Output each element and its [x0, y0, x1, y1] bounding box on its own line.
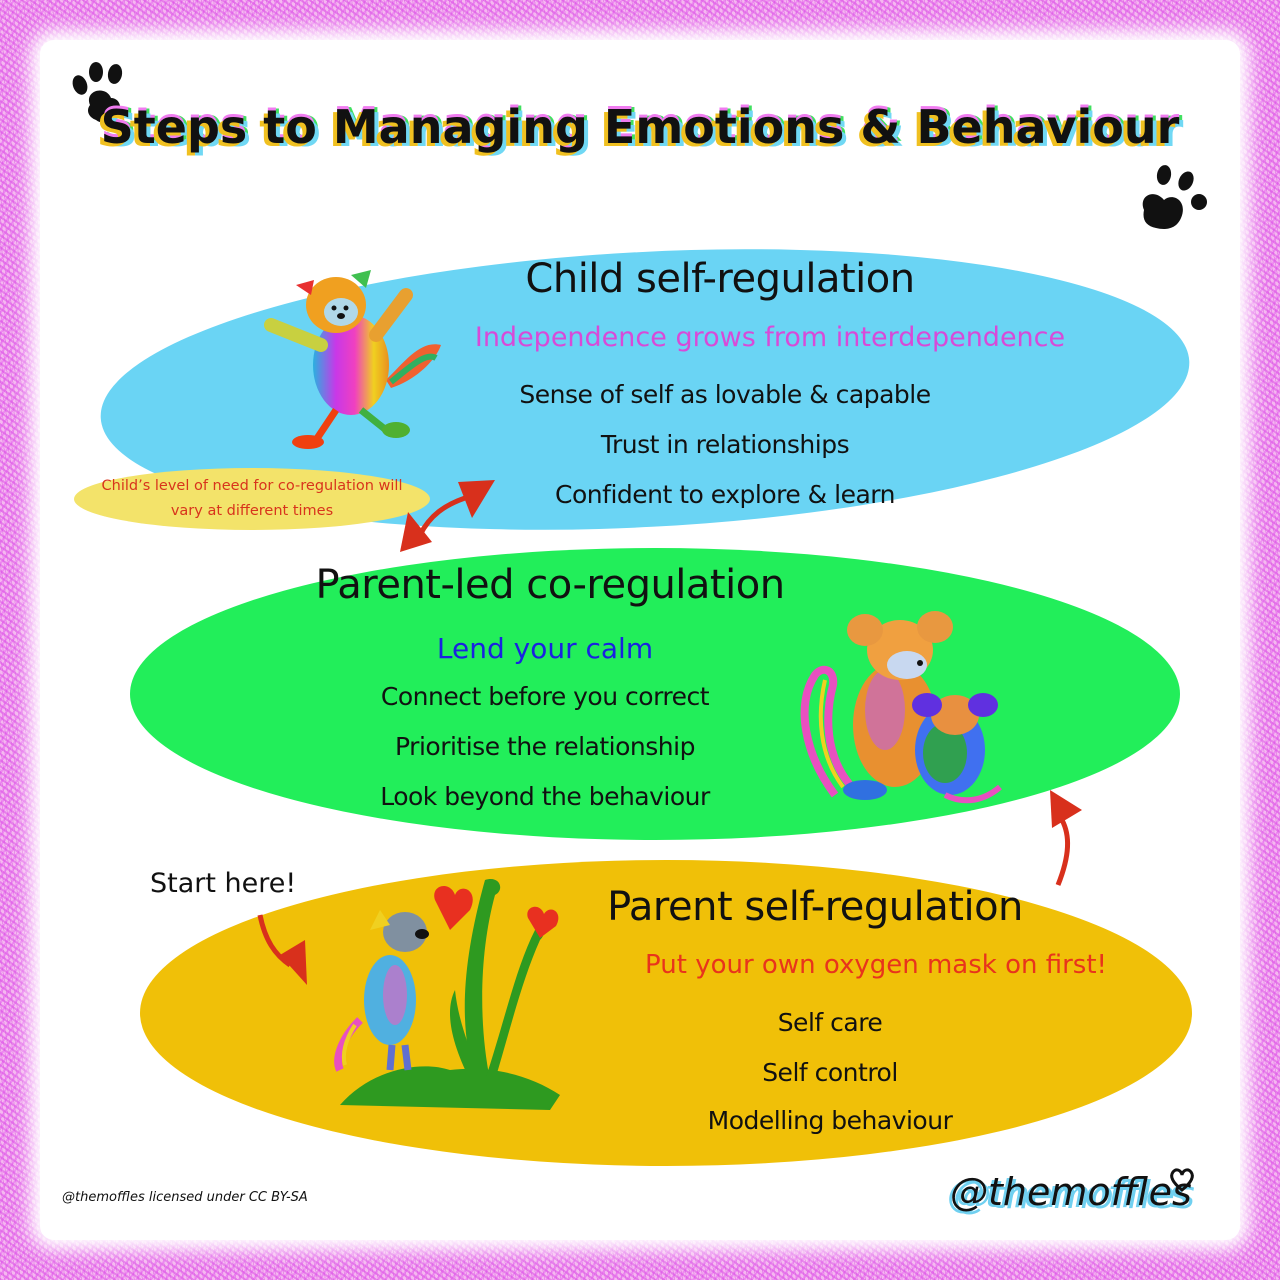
parent-comforting-child-mice-illustration: [800, 611, 1002, 804]
coreg-item: Connect before you correct: [380, 682, 710, 711]
child-item: Trust in relationships: [600, 430, 850, 459]
child-item: Sense of self as lovable & capable: [519, 380, 931, 409]
cat-smelling-flowers-illustration: [334, 878, 560, 1110]
parent-subtitle: Put your own oxygen mask on first!: [645, 950, 1107, 980]
note-text: Child’s level of need for co-regulation …: [74, 474, 430, 524]
child-item: Confident to explore & learn: [555, 480, 895, 509]
coreg-item: Look beyond the behaviour: [380, 782, 710, 811]
child-subtitle: Independence grows from interdependence: [474, 322, 1066, 353]
paw-print-icon: [72, 62, 123, 123]
author-handle: @themoffles: [950, 1170, 1192, 1214]
parent-coregulation-oval: [130, 548, 1180, 840]
child-heading: Child self-regulation: [525, 256, 915, 302]
note-oval: [74, 468, 430, 530]
parent-item: Self care: [777, 1008, 883, 1037]
heart-icon: [1170, 1168, 1194, 1192]
coreg-item: Prioritise the relationship: [395, 732, 695, 761]
dancing-rainbow-cat-illustration: [264, 270, 441, 449]
paw-print-icon: [1142, 165, 1207, 229]
note-line-2: vary at different times: [170, 503, 334, 519]
parent-heading: Parent self-regulation: [607, 884, 1023, 930]
arrow-icon: [257, 914, 307, 985]
parent-self-regulation-oval: [140, 860, 1192, 1166]
note-line-1: Child’s level of need for co-regulation …: [101, 478, 403, 494]
start-here-label: Start here!: [150, 868, 297, 899]
page-title: Steps to Managing Emotions & Behaviour: [100, 100, 1180, 154]
arrow-icon: [1050, 790, 1082, 886]
parent-item: Self control: [762, 1058, 898, 1087]
parent-item: Modelling behaviour: [707, 1106, 953, 1135]
license-credit: @themoffles licensed under CC BY-SA: [62, 1190, 308, 1205]
coreg-subtitle: Lend your calm: [436, 632, 654, 665]
coreg-heading: Parent-led co-regulation: [315, 562, 785, 608]
double-arrow-icon: [400, 480, 495, 552]
